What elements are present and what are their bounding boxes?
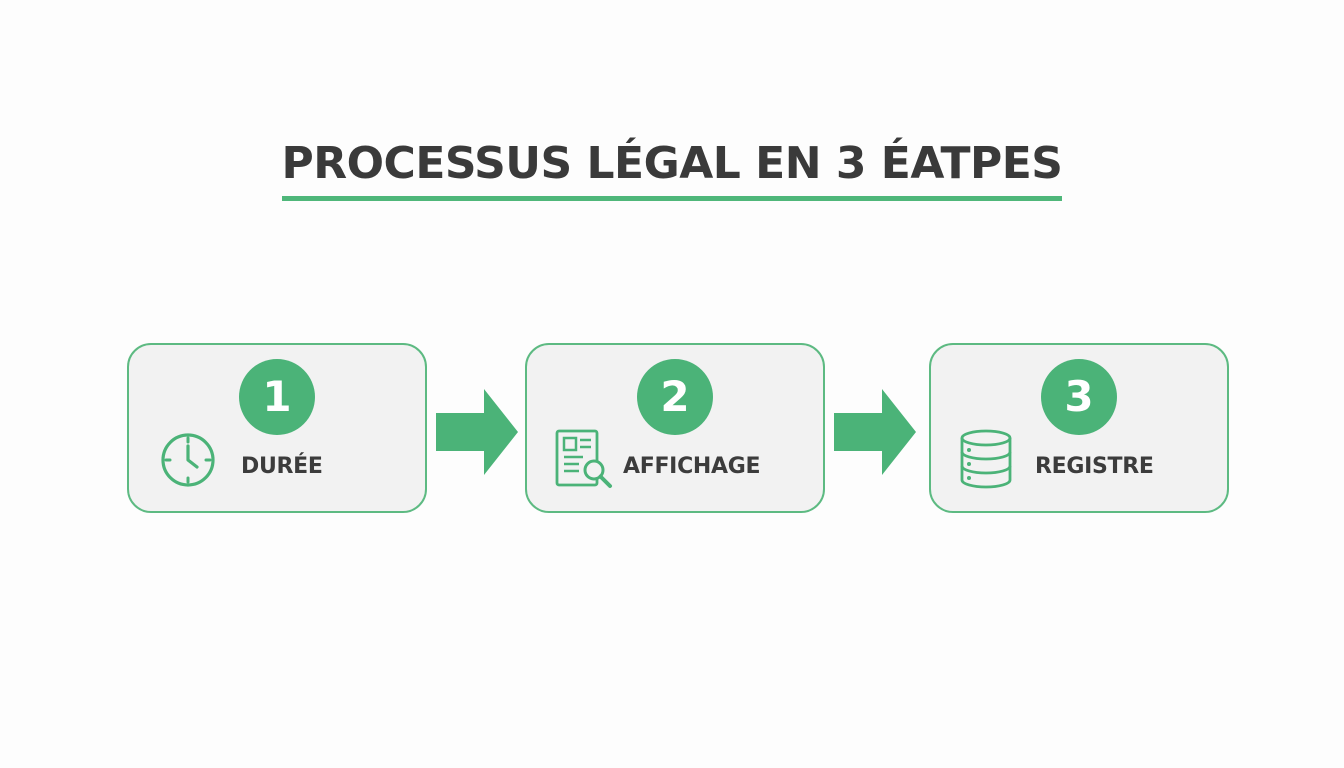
step-label-2: AFFICHAGE bbox=[623, 454, 761, 479]
arrow-right-icon bbox=[436, 389, 518, 475]
document-search-icon bbox=[555, 429, 612, 488]
step-label-3: REGISTRE bbox=[1035, 454, 1154, 479]
step-card-2: 2 AFFICHAGE bbox=[525, 343, 825, 513]
step-number-badge-3: 3 bbox=[1041, 359, 1117, 435]
step-card-1: 1 DURÉE bbox=[127, 343, 427, 513]
database-icon bbox=[960, 429, 1012, 489]
arrow-right-icon bbox=[834, 389, 916, 475]
title-container: PROCESSUS LÉGAL EN 3 ÉATPES bbox=[0, 136, 1344, 201]
step-number-badge-1: 1 bbox=[239, 359, 315, 435]
step-label-1: DURÉE bbox=[241, 454, 323, 479]
step-number-badge-2: 2 bbox=[637, 359, 713, 435]
clock-icon bbox=[161, 433, 215, 487]
diagram-title: PROCESSUS LÉGAL EN 3 ÉATPES bbox=[281, 136, 1063, 201]
step-card-3: 3 REGISTRE bbox=[929, 343, 1229, 513]
